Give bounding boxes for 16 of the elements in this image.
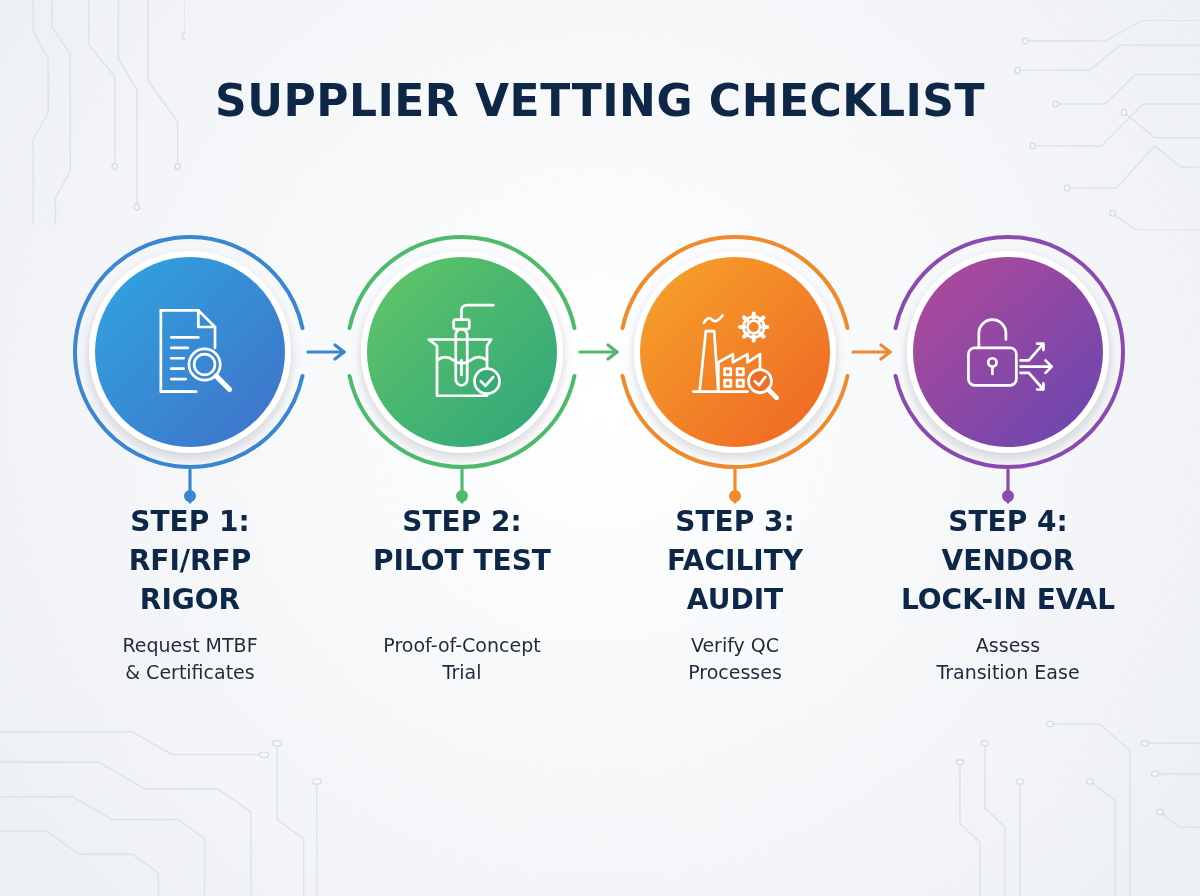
step-title: STEP 4: VENDOR LOCK-IN EVAL bbox=[899, 504, 1117, 618]
arrow bbox=[578, 343, 619, 361]
connector-line bbox=[184, 468, 196, 504]
step-title: STEP 3: FACILITY AUDIT bbox=[665, 504, 805, 618]
step-description: Verify QC Processes bbox=[687, 633, 783, 685]
arrow bbox=[851, 343, 892, 361]
step-title: STEP 2: PILOT TEST bbox=[372, 504, 552, 579]
connector-line bbox=[456, 468, 468, 504]
step-description: Proof-of-Concept Trial bbox=[382, 633, 542, 685]
connector-line bbox=[1002, 468, 1014, 504]
step-description: Request MTBF & Certificates bbox=[121, 633, 259, 685]
title: SUPPLIER VETTING CHECKLIST bbox=[215, 74, 985, 128]
step-description: Assess Transition Ease bbox=[935, 633, 1081, 685]
connector-line bbox=[729, 468, 741, 504]
step-title: STEP 1: RFI/RFP RIGOR bbox=[127, 504, 253, 618]
arrow bbox=[306, 343, 346, 361]
